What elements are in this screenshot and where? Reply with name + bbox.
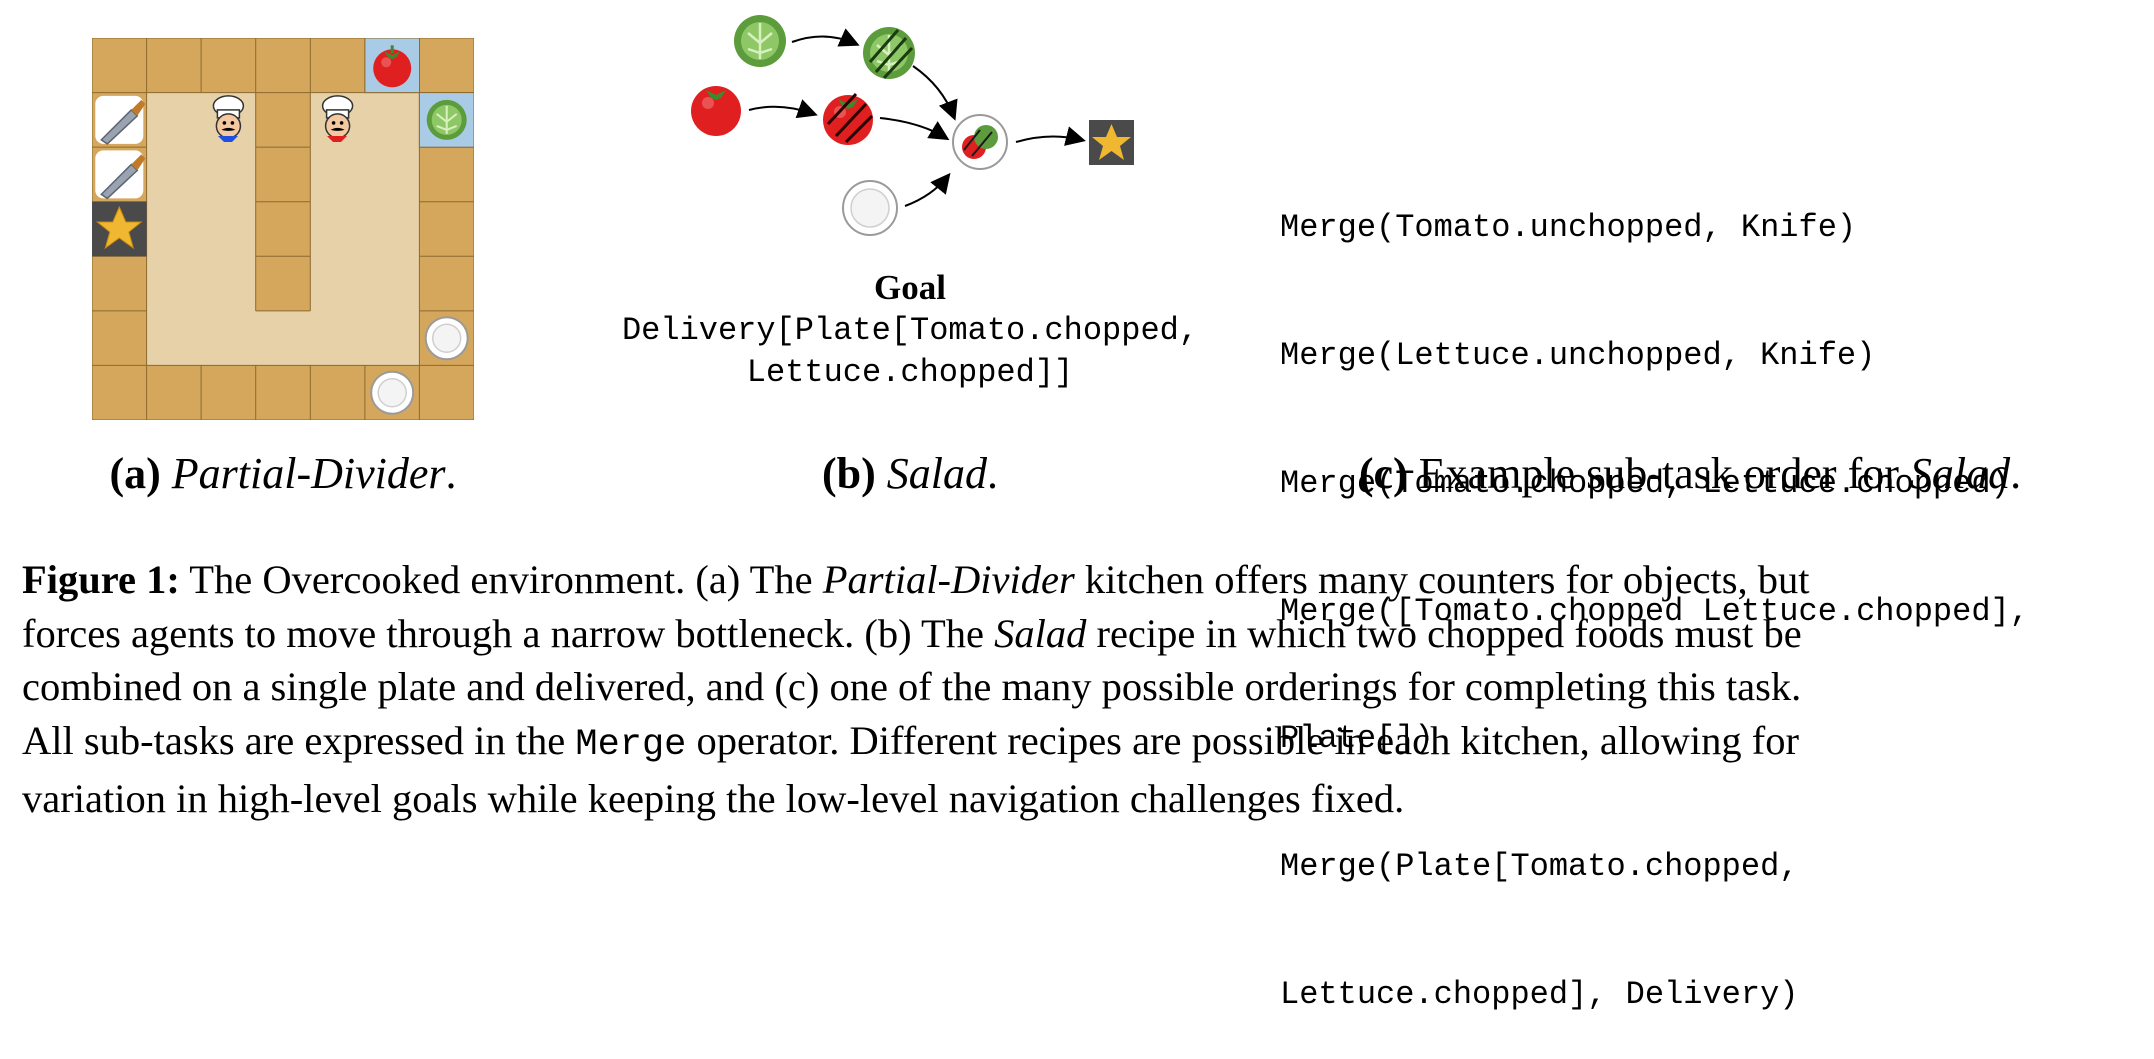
arrow: [791, 28, 860, 47]
panel-b-label: (b): [821, 449, 876, 498]
panel-b-caption: (b) Salad.: [700, 448, 1120, 499]
panel-c-title: Example sub-task order for: [1418, 449, 1899, 498]
caption-italic: Salad: [994, 610, 1087, 656]
arrow: [1015, 126, 1086, 146]
plate-empty-icon: [842, 180, 898, 236]
code-line: Plate[]): [1280, 720, 1434, 758]
goal-line: Delivery[Plate[Tomato.chopped,: [621, 312, 1199, 349]
goal-title: Goal: [874, 268, 946, 307]
panel-a-caption: (a) Partial-Divider.: [92, 448, 474, 499]
tomato-chopped-icon: [823, 92, 874, 145]
caption-line: Figure 1: The Overcooked environment. (a…: [22, 553, 2142, 607]
panel-c-caption: (c) Example sub-task order for Salad.: [1280, 448, 2100, 499]
caption-text: operator. Different recipes are possible…: [696, 717, 1799, 763]
figure-label: Figure 1:: [22, 557, 180, 602]
goal-line: Lettuce.chopped]]: [746, 354, 1074, 391]
arrow: [879, 117, 950, 141]
kitchen-grid-svg: [91, 37, 475, 421]
panel-a-title: Partial-Divider: [171, 449, 446, 498]
plate-icon: [424, 316, 469, 361]
caption-line: variation in high-level goals while keep…: [22, 776, 1405, 821]
salad-plate-icon: [952, 114, 1008, 170]
caption-text: The Overcooked environment. (a) The: [189, 557, 813, 602]
salad-recipe-diagram: [680, 0, 1160, 260]
caption-italic: Partial-Divider: [822, 557, 1075, 602]
chef-blue-icon: [212, 95, 245, 142]
caption-text: kitchen offers many counters for objects…: [1084, 557, 1810, 602]
caption-period: .: [2010, 449, 2022, 498]
panel-a-label: (a): [109, 449, 161, 498]
plate-icon: [370, 370, 415, 415]
delivery-star-icon: [1089, 120, 1134, 165]
caption-text: All sub-tasks are expressed in the: [22, 717, 566, 763]
panel-b-title: Salad: [886, 449, 987, 498]
panel-c-title-italic: Salad: [1909, 449, 2011, 498]
lettuce-chopped-icon: [861, 25, 917, 81]
tomato-unchopped-icon: [691, 86, 741, 136]
code-line: Merge(Plate[Tomato.chopped,: [1280, 848, 1799, 886]
salad-recipe-svg: [691, 13, 1134, 236]
caption-code: Merge: [575, 723, 687, 766]
lettuce-unchopped-icon: [732, 13, 788, 69]
code-line: Merge(Tomato.unchopped, Knife): [1280, 209, 1857, 247]
arrow: [912, 65, 958, 121]
knife-icon: [94, 95, 147, 145]
caption-text: recipe in which two chopped foods must b…: [1096, 610, 1802, 656]
code-line: Merge(Tomato.chopped, Lettuce.chopped): [1280, 464, 2010, 502]
lettuce-station-icon: [425, 98, 468, 141]
caption-period: .: [445, 449, 457, 498]
caption-period: .: [987, 449, 998, 498]
code-line: Merge([Tomato.chopped Lettuce.chopped],: [1280, 592, 2029, 630]
code-line: Lettuce.chopped], Delivery): [1280, 975, 1799, 1013]
caption-text: forces agents to move through a narrow b…: [22, 610, 984, 656]
caption-line: combined on a single plate and delivered…: [22, 664, 1802, 709]
knife-icon: [94, 149, 147, 200]
panel-c-label: (c): [1358, 449, 1408, 498]
figure-caption: Figure 1: The Overcooked environment. (a…: [22, 553, 2142, 826]
arrow: [904, 172, 951, 207]
partial-divider-kitchen: [91, 37, 475, 421]
caption-line: All sub-tasks are expressed in the Merge…: [22, 714, 2142, 773]
code-line: Merge(Lettuce.unchopped, Knife): [1280, 336, 1876, 374]
chef-red-icon: [321, 95, 354, 142]
arrow: [748, 99, 818, 119]
caption-line: forces agents to move through a narrow b…: [22, 607, 2142, 661]
goal-block: Goal Delivery[Plate[Tomato.chopped, Lett…: [560, 266, 1260, 394]
